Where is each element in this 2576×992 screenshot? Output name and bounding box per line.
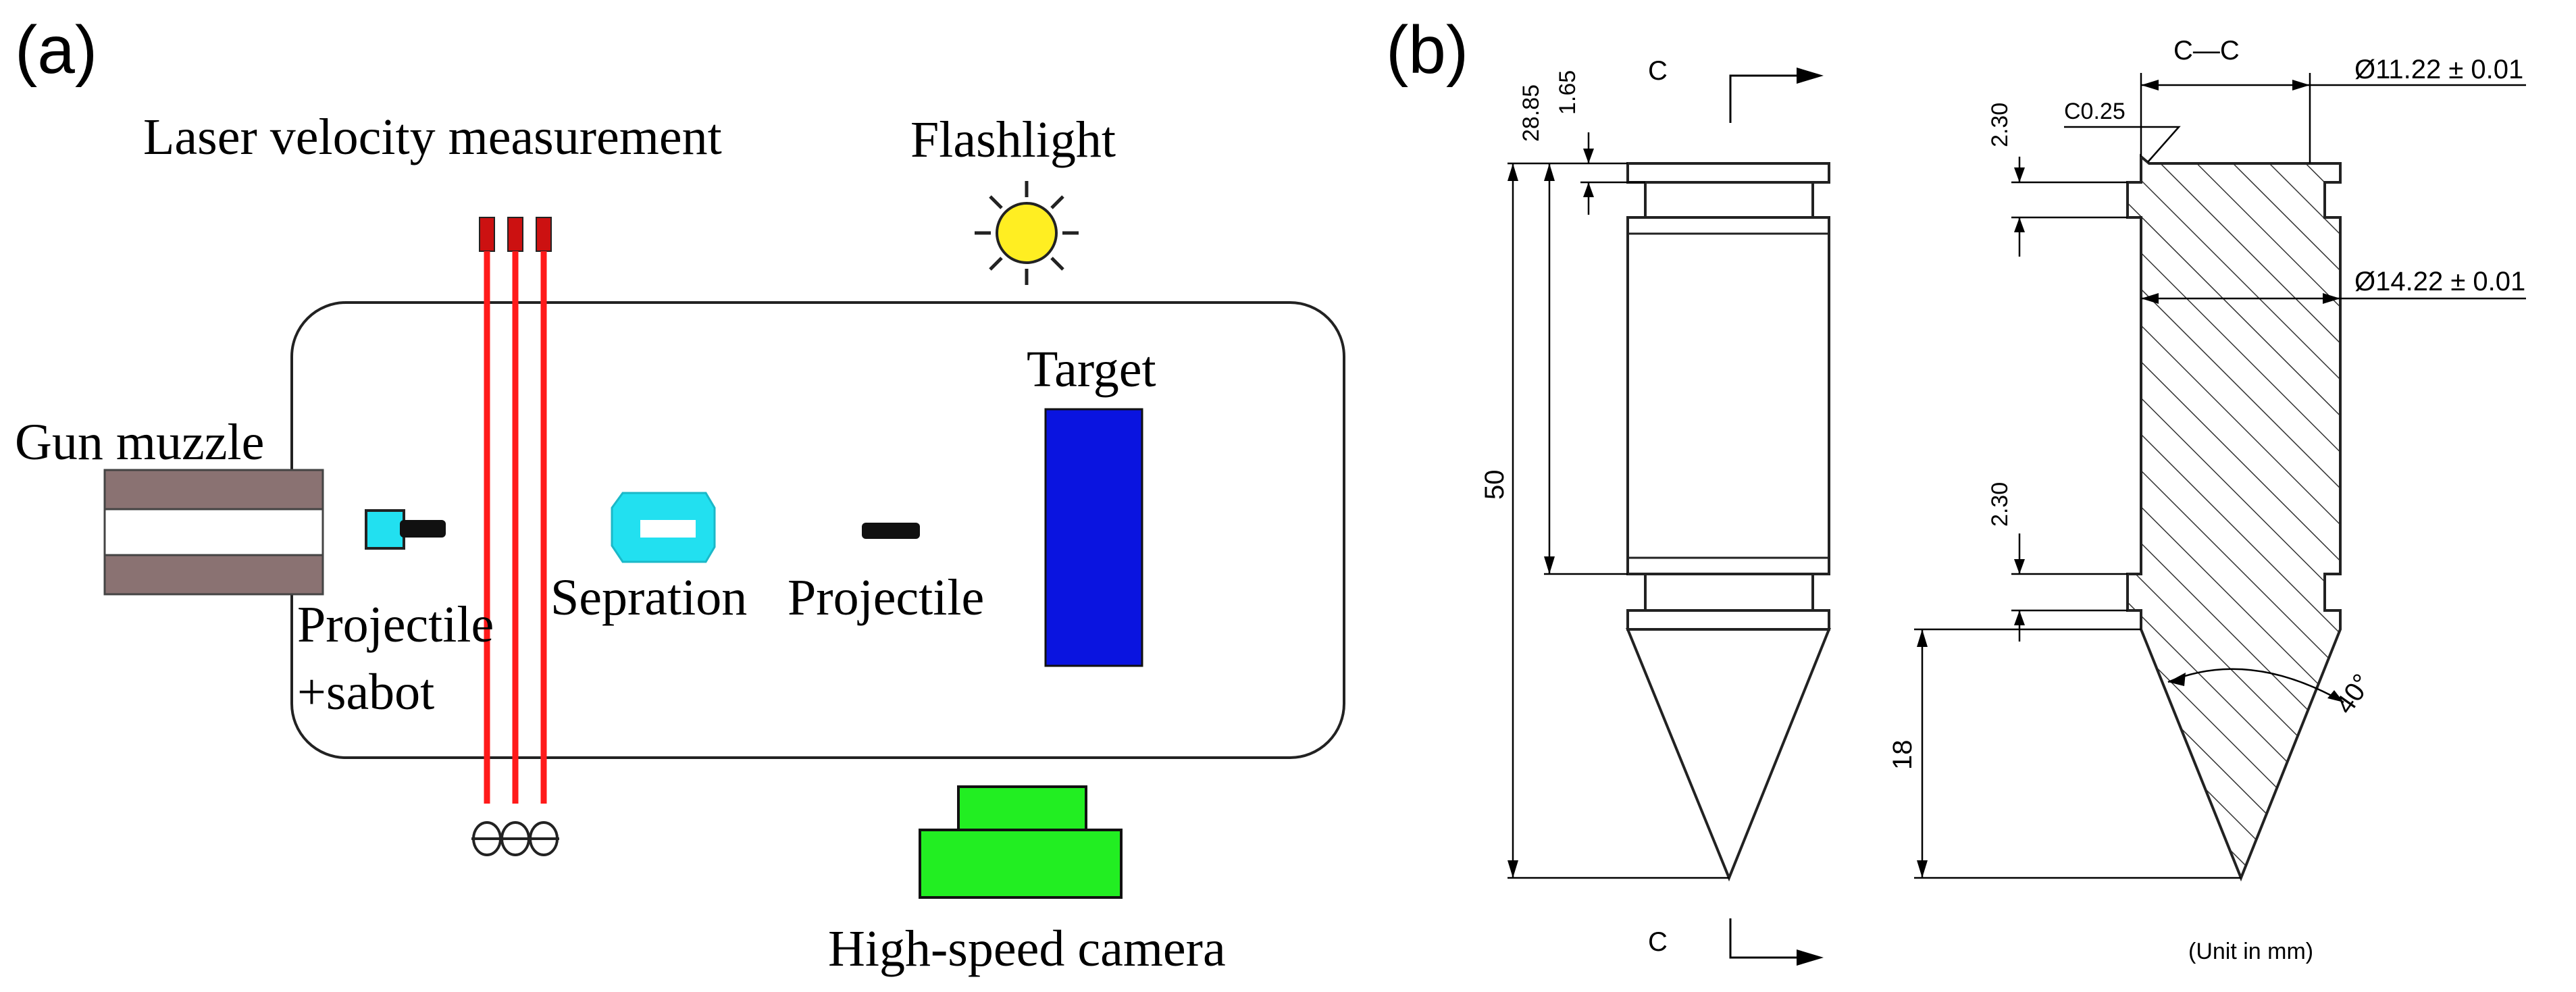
section-body [2126,153,2342,882]
laser-beams [484,251,547,804]
section-title: C—C [2173,36,2240,66]
dim-28-85: 28.85 [1518,84,1544,142]
dim-1-65: 1.65 [1555,70,1580,115]
muzzle-barrel-top [103,469,324,511]
rear-groove [1644,181,1814,219]
target-label: Target [1027,341,1156,398]
laser-label: Laser velocity measurement [143,109,722,165]
flashlight-icon [975,181,1079,285]
dim-2-30-top: 2.30 [1987,103,2013,147]
conical-nose [1626,628,1831,882]
rear-flange [1626,162,1830,184]
projectile-label: Projectile [788,569,984,626]
front-band [1626,609,1830,631]
panel-a-label: (a) [15,12,97,88]
side-view-dimensions [1508,132,1729,879]
laser-emitters [479,217,552,252]
dim-2-30-bottom: 2.30 [1987,482,2013,527]
camera-body [919,829,1123,899]
projectile-section-view [2126,153,2342,882]
laser-emitter-3 [536,217,552,252]
test-chamber [290,301,1345,759]
sabot-shape [365,509,405,550]
gun-muzzle [103,469,324,596]
unit-note: (Unit in mm) [2188,939,2313,964]
section-mark-bottom: C [1648,927,1668,957]
dim-18: 18 [1888,740,1917,771]
section-arrow-bottom-head [1797,949,1824,966]
laser-emitter-2 [507,217,523,252]
main-body [1626,216,1830,575]
diameter-2: Ø14.22 ± 0.01 [2354,267,2525,296]
muzzle-bore [103,508,324,556]
separation-sabot [611,492,716,563]
section-mark-top: C [1648,56,1668,86]
section-arrow-top [1729,74,1810,123]
camera-label: High-speed camera [828,920,1226,977]
section-arrow-top-head [1797,68,1824,84]
separation-label: Sepration [550,569,747,626]
camera-lens [957,785,1087,831]
muzzle-barrel-bottom [103,554,324,596]
flashlight-label: Flashlight [910,111,1116,168]
front-groove [1644,573,1814,612]
projectile-sabot-label-2: +sabot [297,664,434,721]
diameter-1: Ø11.22 ± 0.01 [2354,55,2523,84]
panel-b-label: (b) [1386,12,1468,88]
panel-b: (b) C C [1386,12,2526,966]
target-plate [1044,408,1143,667]
laser-emitter-1 [479,217,495,252]
separation-gap [640,520,696,538]
section-arrow-bottom [1729,918,1810,959]
gun-muzzle-label: Gun muzzle [15,414,264,471]
angle-label: 40° [2329,669,2377,719]
projectile-sabot [365,509,446,550]
chamfer-label: C0.25 [2064,99,2126,124]
projectile-free [862,523,920,539]
section-view-dimensions [1914,73,2526,879]
dim-50: 50 [1480,470,1510,500]
projectile-sabot-label-1: Projectile [297,596,494,653]
laser-receivers [471,821,559,856]
projectile-in-sabot [400,520,446,538]
panel-a: (a) Gun muzzle Laser velocity measuremen… [15,12,1345,977]
projectile-side-view [1626,162,1831,882]
high-speed-camera [919,785,1123,899]
